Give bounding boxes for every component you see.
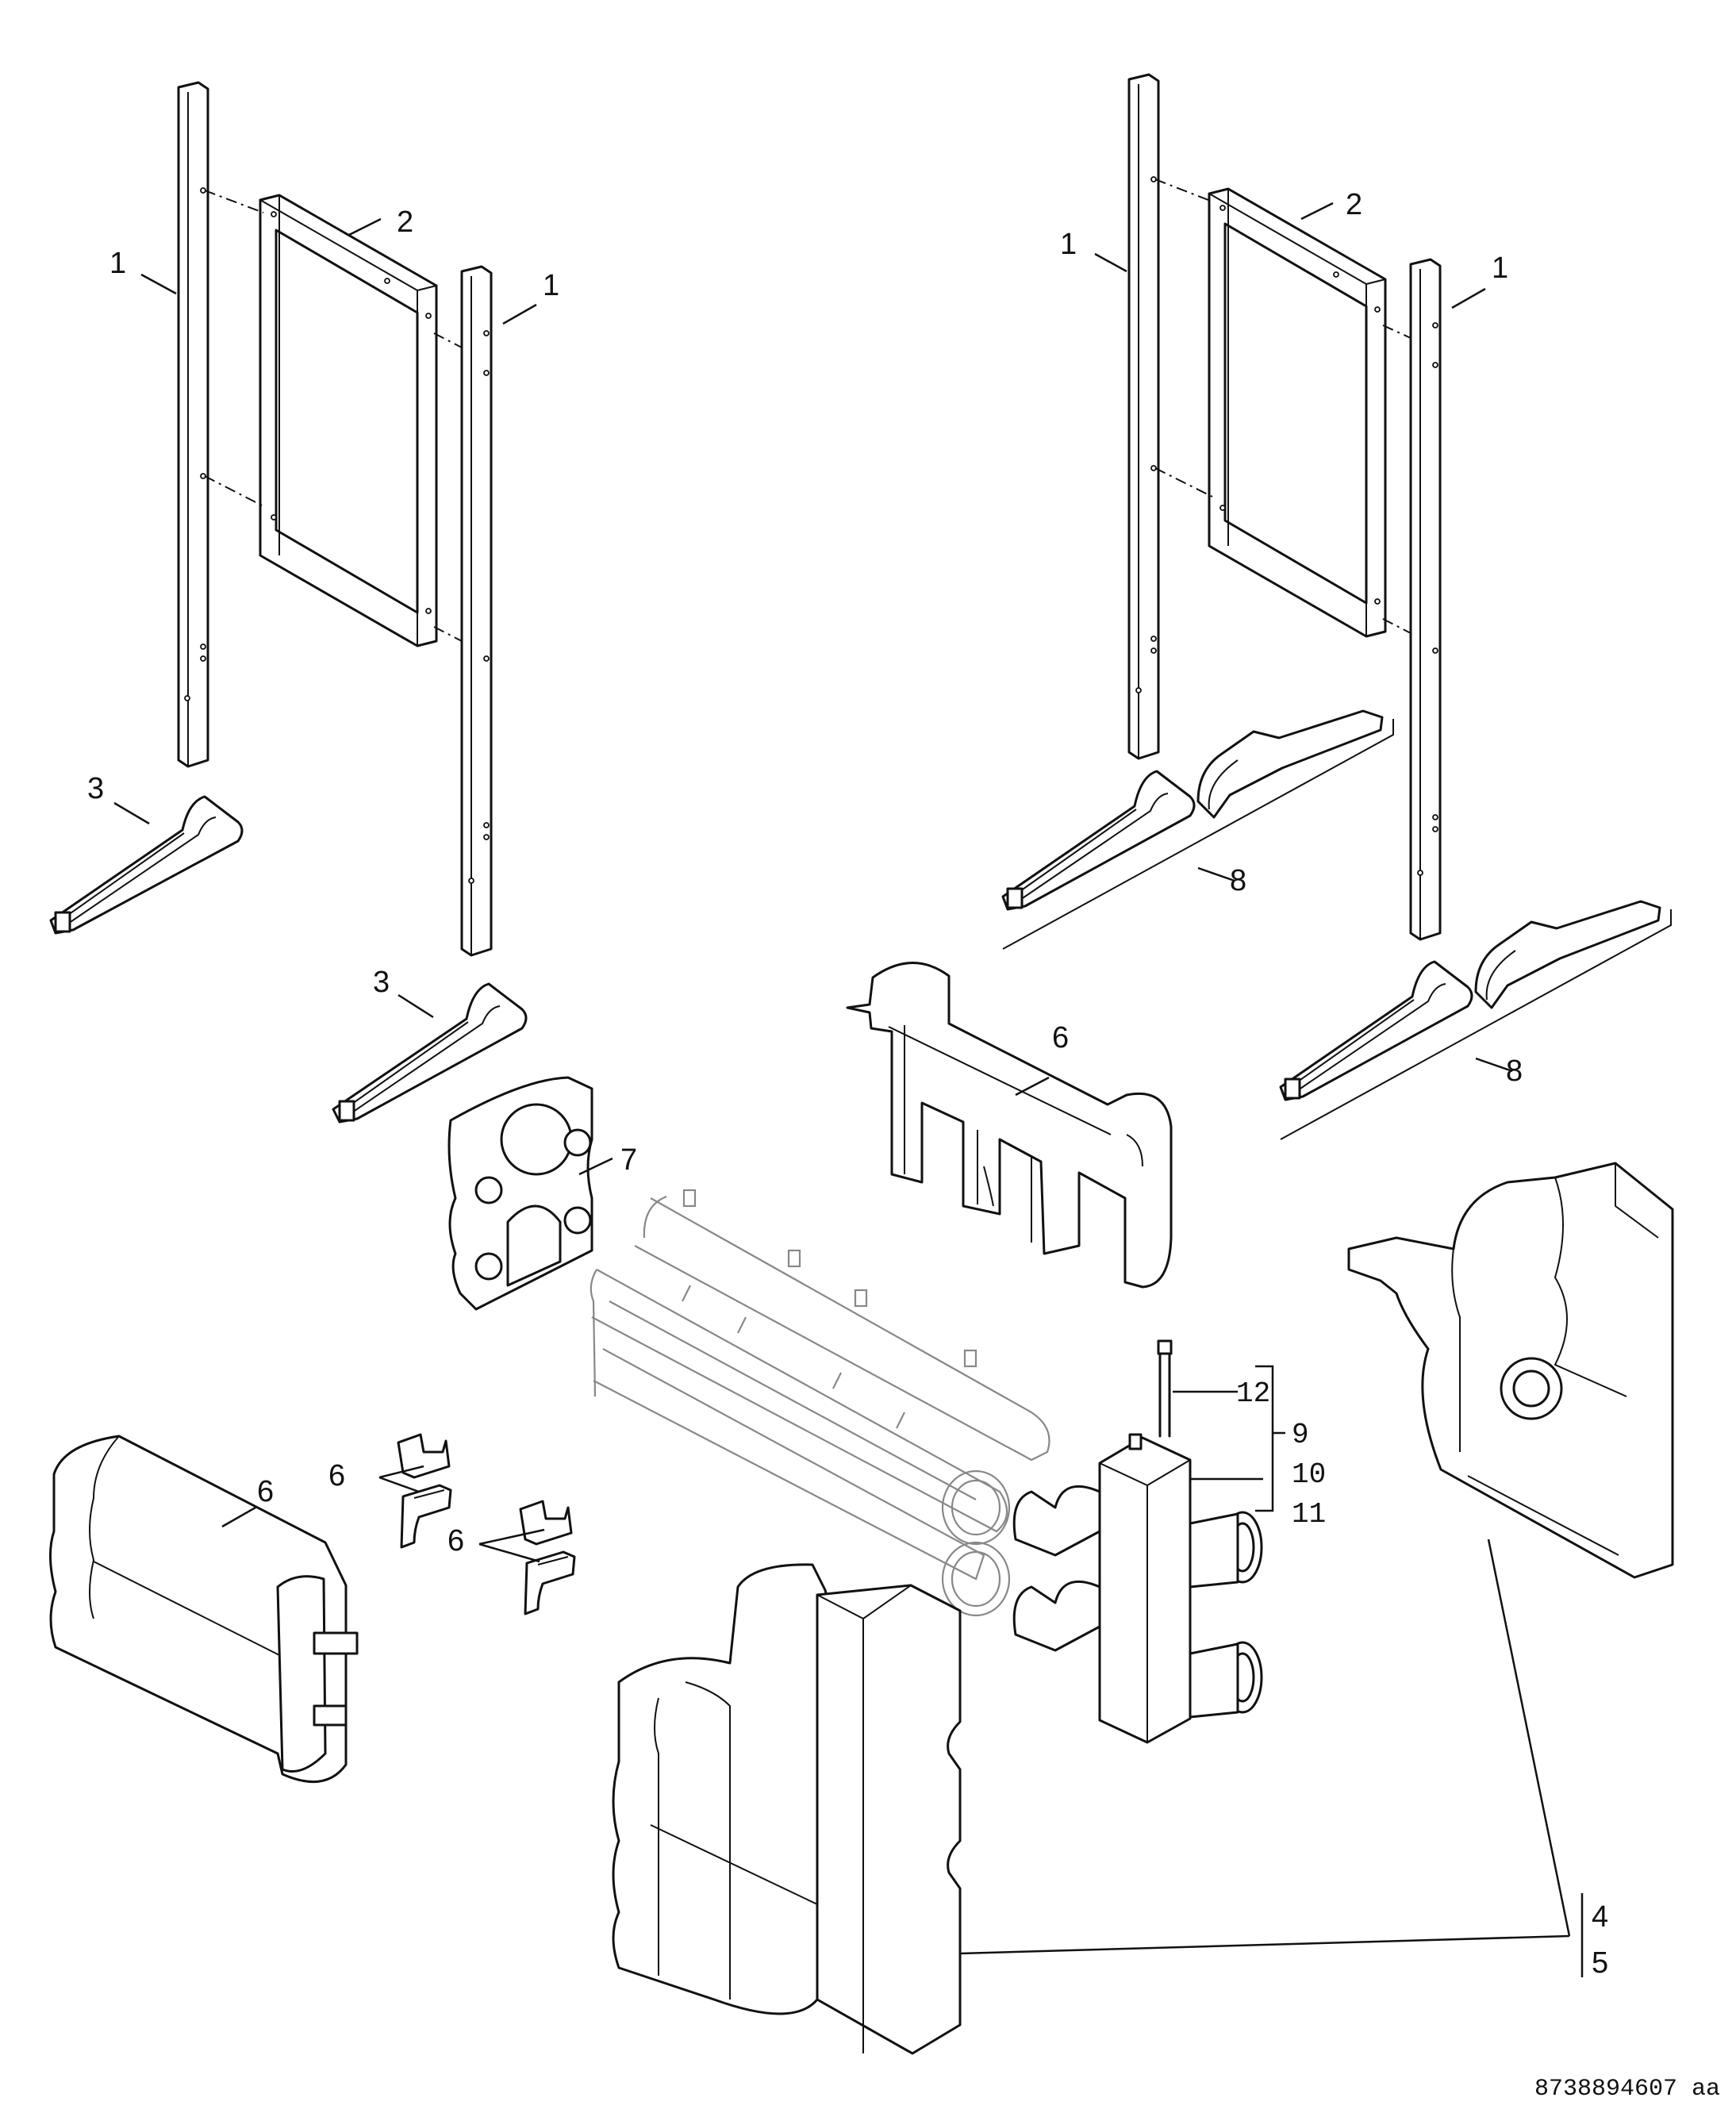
label-item-11: 11: [1292, 1498, 1326, 1531]
insulation-box-front: [612, 1563, 962, 2055]
label-insulation-left: 6: [257, 1475, 274, 1508]
left-stand: [49, 81, 528, 1124]
label-item-4: 4: [1592, 1900, 1608, 1934]
insulation-shell-right: [1347, 1162, 1674, 1579]
label-clip-b: 6: [447, 1524, 464, 1558]
left-post-a: [177, 81, 209, 768]
label-insulation-top: 6: [1052, 1021, 1069, 1054]
clip-b: [519, 1500, 576, 1615]
label-item-10: 10: [1292, 1458, 1326, 1491]
plate-7: [447, 1076, 593, 1311]
left-foot-a: [49, 795, 244, 935]
label-item-9: 9: [1292, 1419, 1309, 1451]
label-clip-a: 6: [328, 1459, 345, 1492]
label-post-left-b: 1: [543, 269, 559, 302]
right-frame: [1208, 187, 1387, 638]
label-foot-left-a: 3: [87, 772, 104, 805]
label-post-right-b: 1: [1492, 252, 1508, 285]
clip-a: [397, 1433, 452, 1549]
leader-lines: [113, 202, 1584, 1977]
label-foot-right-a: 8: [1230, 864, 1246, 897]
label-foot-left-b: 3: [373, 966, 390, 999]
label-post-left-a: 1: [109, 247, 126, 280]
insulation-shell-top: [846, 962, 1173, 1289]
label-foot-right-b: 8: [1506, 1054, 1523, 1088]
label-frame-right: 2: [1346, 188, 1362, 221]
left-foot-b: [332, 982, 528, 1124]
drawing-code: 8738894607 aa: [1534, 2076, 1720, 2103]
label-frame-left: 2: [397, 206, 413, 239]
label-item-5: 5: [1592, 1946, 1608, 1980]
label-item-12: 12: [1236, 1377, 1270, 1410]
right-foot-b: [1279, 900, 1672, 1140]
label-post-right-a: 1: [1060, 228, 1077, 261]
right-post-b: [1409, 258, 1442, 941]
left-frame: [259, 194, 438, 647]
insulation-shell-left: [48, 1435, 359, 1784]
right-post-a: [1127, 73, 1160, 760]
label-plate: 7: [620, 1143, 637, 1177]
right-foot-a: [1001, 709, 1394, 950]
labels: 1 2 1 3 3 1 2 1 8 8 6 7 6 6 6 12 9 10 11…: [87, 188, 1720, 2103]
right-stand: [1001, 73, 1672, 1140]
pipe-manifold: [590, 1189, 1050, 1617]
left-post-b: [460, 265, 493, 957]
hydraulic-separator: [1012, 1339, 1263, 1744]
